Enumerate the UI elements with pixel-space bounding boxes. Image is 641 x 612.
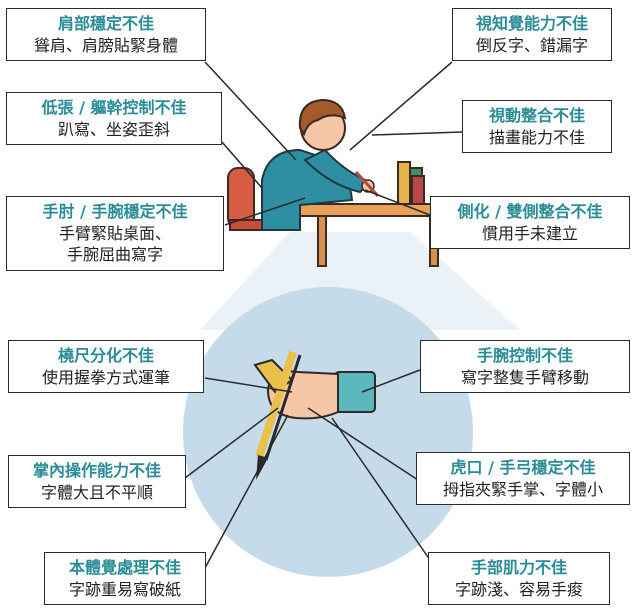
label-web-space-desc: 拇指夾緊手掌、字體小	[442, 479, 603, 499]
label-visual-motor: 視動整合不佳 描畫能力不佳	[462, 100, 612, 154]
label-proprioception-title: 本體覺處理不佳	[68, 558, 181, 577]
label-wrist-control-desc: 寫字整隻手臂移動	[460, 367, 589, 387]
hand-pencil-icon	[253, 350, 376, 480]
zoom-circle	[183, 287, 473, 577]
label-laterality: 側化 / 雙側整合不佳 慣用手未建立	[430, 196, 630, 250]
label-trunk: 低張 / 軀幹控制不佳 趴寫、坐姿歪斜	[6, 92, 222, 146]
label-trunk-title: 低張 / 軀幹控制不佳	[41, 98, 187, 117]
label-visual-motor-desc: 描畫能力不佳	[488, 127, 585, 147]
child-writing-icon	[261, 98, 380, 231]
label-proprioception-desc: 字跡重易寫破紙	[68, 579, 181, 599]
label-proprioception: 本體覺處理不佳 字跡重易寫破紙	[44, 552, 206, 606]
label-visual-perception-title: 視知覺能力不佳	[475, 14, 588, 33]
label-visual-perception-desc: 倒反字、錯漏字	[475, 35, 588, 55]
connector-lines	[184, 61, 463, 569]
label-shoulder-desc: 聳肩、肩膀貼緊身體	[33, 35, 178, 55]
label-in-hand-desc: 字體大且不平順	[40, 482, 153, 502]
label-wrist-control-title: 手腕控制不佳	[476, 346, 573, 365]
label-hand-strength: 手部肌力不佳 字跡淺、容易手痠	[428, 552, 610, 606]
label-web-space: 虎口 / 手弓穩定不佳 拇指夾緊手掌、字體小	[416, 452, 630, 506]
label-laterality-title: 側化 / 雙側整合不佳	[457, 202, 603, 221]
label-elbow-wrist-desc-2: 手腕屈曲寫字	[66, 245, 163, 265]
label-shoulder: 肩部穩定不佳 聳肩、肩膀貼緊身體	[6, 8, 206, 62]
label-visual-perception: 視知覺能力不佳 倒反字、錯漏字	[452, 8, 612, 62]
label-elbow-wrist: 手肘 / 手腕穩定不佳 手臂緊貼桌面、 手腕屈曲寫字	[6, 196, 224, 271]
label-hand-strength-title: 手部肌力不佳	[470, 558, 567, 577]
label-elbow-wrist-desc-1: 手臂緊貼桌面、	[58, 223, 171, 243]
label-in-hand-title: 掌內操作能力不佳	[32, 461, 161, 480]
label-radial-ulnar: 橈尺分化不佳 使用握拳方式運筆	[8, 340, 204, 394]
label-in-hand: 掌內操作能力不佳 字體大且不平順	[8, 455, 186, 509]
books-icon	[397, 161, 425, 205]
label-visual-motor-title: 視動整合不佳	[488, 106, 585, 125]
label-radial-ulnar-desc: 使用握拳方式運筆	[41, 367, 170, 387]
label-shoulder-title: 肩部穩定不佳	[57, 14, 154, 33]
label-laterality-desc: 慣用手未建立	[481, 223, 578, 243]
label-hand-strength-desc: 字跡淺、容易手痠	[454, 579, 583, 599]
label-wrist-control: 手腕控制不佳 寫字整隻手臂移動	[420, 340, 630, 394]
label-trunk-desc: 趴寫、坐姿歪斜	[57, 119, 170, 139]
label-radial-ulnar-title: 橈尺分化不佳	[57, 346, 154, 365]
label-web-space-title: 虎口 / 手弓穩定不佳	[450, 458, 596, 477]
chair-icon	[227, 167, 291, 231]
label-elbow-wrist-title: 手肘 / 手腕穩定不佳	[42, 202, 188, 221]
